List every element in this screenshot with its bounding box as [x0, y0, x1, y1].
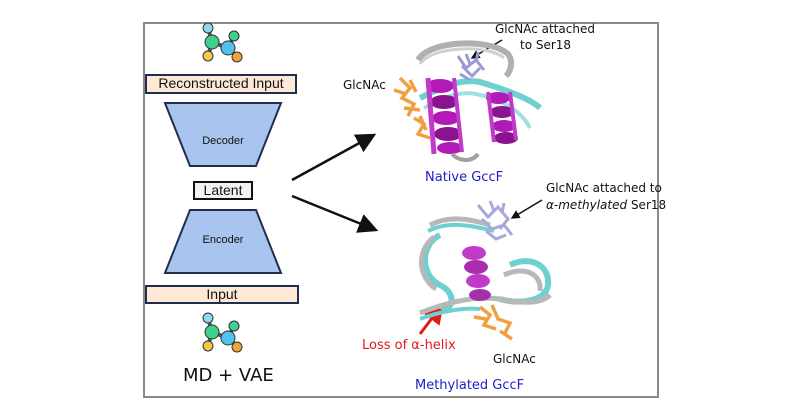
methylated-attached-label-line1: GlcNAc attached to — [546, 181, 662, 195]
reconstructed-input-label: Reconstructed Input — [158, 75, 284, 91]
input-box: Input — [145, 285, 299, 304]
native-protein-structure — [393, 40, 543, 162]
helix-1 — [425, 77, 464, 155]
molecule-icon-bottom — [202, 312, 243, 353]
methylated-glcnac-label: GlcNAc — [493, 352, 536, 366]
method-label: MD + VAE — [183, 365, 274, 386]
decoder-trapezoid — [163, 102, 283, 167]
helix-2 — [486, 91, 518, 144]
alpha-methylated-text: α-methylated — [546, 198, 628, 212]
methylated-title: Methylated GccF — [415, 378, 525, 393]
glcnac-ser18-methylated — [476, 200, 514, 241]
native-attached-label-line1: GlcNAc attached — [495, 22, 595, 36]
latent-label: Latent — [203, 182, 243, 198]
molecule-icon-top — [202, 22, 243, 63]
ser18-text: Ser18 — [627, 198, 667, 212]
native-glcnac-label: GlcNAc — [343, 78, 386, 92]
input-label: Input — [206, 286, 238, 302]
native-title: Native GccF — [425, 170, 504, 185]
encoder-label: Encoder — [202, 234, 244, 246]
encoder-trapezoid — [163, 209, 283, 274]
figure-frame — [143, 22, 659, 398]
reconstructed-input-box: Reconstructed Input — [145, 74, 297, 94]
loss-of-helix-label: Loss of α-helix — [362, 338, 456, 353]
decoder-label: Decoder — [202, 135, 244, 147]
latent-box: Latent — [193, 181, 253, 200]
glcnac-methylated — [473, 304, 513, 341]
helix-remaining — [462, 246, 491, 301]
glcnac-native — [393, 76, 431, 140]
methylated-protein-structure — [419, 200, 552, 341]
glcnac-ser18-native — [456, 51, 486, 82]
native-attached-label-line2: to Ser18 — [520, 38, 572, 52]
methylated-attached-label-line2: α-methylated Ser18 — [546, 198, 666, 212]
